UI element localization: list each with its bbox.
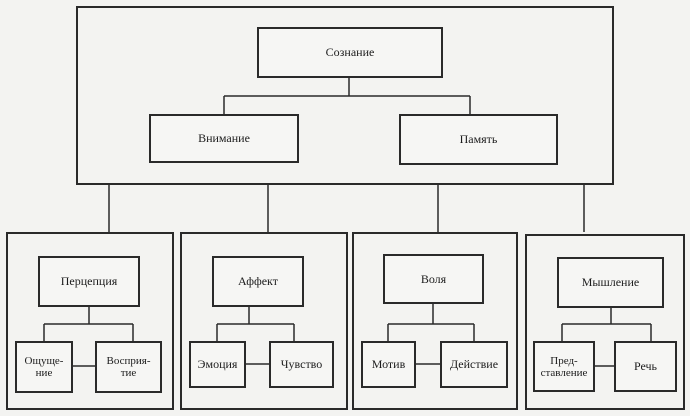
child-node-label: Внимание — [198, 131, 250, 145]
group-child-label: Речь — [633, 359, 658, 373]
child-node-box-2: Память — [399, 114, 558, 165]
group-frame-3 — [352, 232, 518, 410]
group-child-label: Действие — [449, 357, 499, 371]
group-title-box-1: Перцепция — [38, 256, 140, 307]
group-child-box-3b: Действие — [440, 341, 508, 388]
group-title: Перцепция — [60, 274, 118, 288]
group-child-label: Эмоция — [197, 357, 238, 371]
group-child-label: Восприя- тие — [106, 355, 151, 379]
group-child-box-2a: Эмоция — [189, 341, 246, 388]
group-title: Мышление — [581, 275, 640, 289]
group-title: Воля — [420, 271, 447, 286]
group-child-label: Мотив — [371, 357, 406, 371]
group-title-box-4: Мышление — [557, 257, 664, 308]
group-child-box-4a: Пред- ставление — [533, 341, 595, 392]
group-title: Аффект — [238, 274, 278, 288]
group-child-box-4b: Речь — [614, 341, 677, 392]
root-node-label: Сознание — [325, 45, 375, 59]
group-child-box-1b: Восприя- тие — [95, 341, 162, 393]
group-child-box-1a: Ощуще- ние — [15, 341, 73, 393]
group-child-label: Чувство — [280, 357, 323, 371]
group-frame-4 — [525, 234, 685, 410]
group-frame-2 — [180, 232, 348, 410]
child-node-label: Память — [459, 132, 498, 146]
group-child-box-2b: Чувство — [269, 341, 334, 388]
top-frame — [76, 6, 614, 185]
group-frame-1 — [6, 232, 174, 410]
root-node-box: Сознание — [257, 27, 443, 78]
group-child-label: Ощуще- ние — [24, 355, 64, 379]
child-node-box-1: Внимание — [149, 114, 299, 163]
group-child-label: Пред- ставление — [540, 354, 588, 379]
group-title-box-2: Аффект — [212, 256, 304, 307]
group-child-box-3a: Мотив — [361, 341, 416, 388]
group-title-box-3: Воля — [383, 254, 484, 304]
